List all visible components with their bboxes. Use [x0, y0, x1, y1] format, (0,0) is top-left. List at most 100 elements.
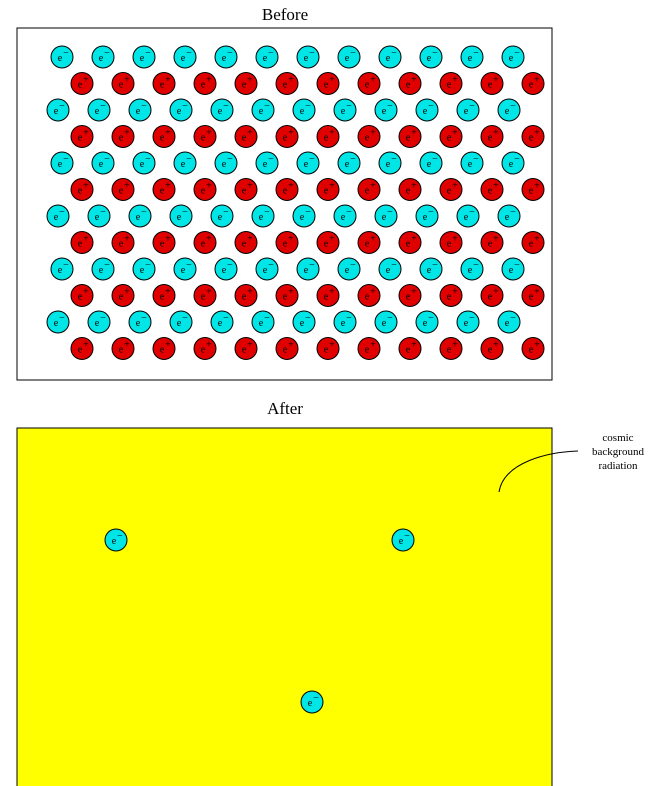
positron-label: e [119, 80, 124, 91]
electron-label: e [386, 265, 391, 276]
after-title: After [267, 399, 303, 418]
electron-label: e [54, 318, 59, 329]
positron-particle: e+ [481, 232, 503, 254]
positron-label: e [488, 80, 493, 91]
electron-particle: e− [379, 46, 401, 68]
electron-label: e [263, 53, 268, 64]
positron-particle: e+ [276, 285, 298, 307]
electron-particle: e− [215, 258, 237, 280]
electron-particle: e− [211, 99, 233, 121]
positron-label: e [529, 186, 534, 197]
positron-charge-sign: + [124, 234, 130, 245]
electron-charge-sign: − [391, 48, 397, 59]
positron-label: e [119, 133, 124, 144]
positron-label: e [406, 133, 411, 144]
positron-label: e [447, 80, 452, 91]
electron-particle: e− [211, 311, 233, 333]
positron-charge-sign: + [288, 128, 294, 139]
electron-charge-sign: − [223, 101, 229, 112]
electron-particle: e− [502, 258, 524, 280]
electron-particle: e− [334, 205, 356, 227]
positron-particle: e+ [358, 285, 380, 307]
positron-charge-sign: + [288, 340, 294, 351]
positron-charge-sign: + [247, 234, 253, 245]
positron-particle: e+ [358, 73, 380, 95]
positron-label: e [529, 292, 534, 303]
electron-charge-sign: − [350, 260, 356, 271]
positron-charge-sign: + [329, 234, 335, 245]
positron-charge-sign: + [165, 181, 171, 192]
electron-charge-sign: − [182, 101, 188, 112]
electron-particle: e− [461, 46, 483, 68]
positron-particle: e+ [481, 338, 503, 360]
positron-particle: e+ [440, 179, 462, 201]
positron-label: e [447, 239, 452, 250]
electron-label: e [140, 265, 145, 276]
electron-label: e [505, 318, 510, 329]
electron-particle: e− [420, 46, 442, 68]
positron-charge-sign: + [206, 287, 212, 298]
electron-particle: e− [416, 311, 438, 333]
positron-particle: e+ [276, 338, 298, 360]
electron-charge-sign: − [63, 154, 69, 165]
electron-charge-sign: − [59, 313, 65, 324]
positron-charge-sign: + [534, 234, 540, 245]
electron-label: e [177, 106, 182, 117]
positron-particle: e+ [153, 338, 175, 360]
electron-charge-sign: − [309, 260, 315, 271]
electron-label: e [505, 212, 510, 223]
positron-label: e [201, 186, 206, 197]
positron-label: e [78, 80, 83, 91]
electron-particle: e− [301, 691, 323, 713]
positron-particle: e+ [71, 73, 93, 95]
positron-particle: e+ [399, 126, 421, 148]
positron-charge-sign: + [411, 181, 417, 192]
positron-charge-sign: + [247, 75, 253, 86]
electron-charge-sign: − [510, 313, 516, 324]
electron-charge-sign: − [264, 101, 270, 112]
electron-particle: e− [457, 205, 479, 227]
positron-particle: e+ [153, 73, 175, 95]
electron-label: e [99, 53, 104, 64]
electron-label: e [468, 53, 473, 64]
positron-charge-sign: + [206, 128, 212, 139]
electron-label: e [341, 212, 346, 223]
electron-particle: e− [420, 258, 442, 280]
electron-charge-sign: − [510, 207, 516, 218]
electron-label: e [382, 106, 387, 117]
positron-particle: e+ [481, 285, 503, 307]
electron-label: e [259, 318, 264, 329]
electron-particle: e− [170, 311, 192, 333]
positron-particle: e+ [276, 179, 298, 201]
positron-charge-sign: + [452, 181, 458, 192]
positron-label: e [283, 292, 288, 303]
electron-charge-sign: − [268, 48, 274, 59]
electron-label: e [58, 265, 63, 276]
electron-label: e [95, 212, 100, 223]
positron-charge-sign: + [329, 181, 335, 192]
electron-charge-sign: − [186, 48, 192, 59]
electron-charge-sign: − [223, 207, 229, 218]
positron-charge-sign: + [452, 128, 458, 139]
positron-particle: e+ [440, 126, 462, 148]
electron-particle: e− [334, 99, 356, 121]
electron-charge-sign: − [264, 207, 270, 218]
electron-charge-sign: − [227, 48, 233, 59]
electron-charge-sign: − [514, 260, 520, 271]
positron-charge-sign: + [288, 181, 294, 192]
positron-particle: e+ [71, 232, 93, 254]
positron-label: e [201, 239, 206, 250]
electron-label: e [140, 159, 145, 170]
positron-label: e [324, 186, 329, 197]
positron-charge-sign: + [83, 287, 89, 298]
electron-particle: e− [92, 152, 114, 174]
electron-particle: e− [375, 205, 397, 227]
electron-label: e [222, 159, 227, 170]
positron-label: e [160, 345, 165, 356]
positron-charge-sign: + [329, 75, 335, 86]
positron-charge-sign: + [370, 287, 376, 298]
positron-label: e [283, 239, 288, 250]
electron-label: e [386, 159, 391, 170]
electron-label: e [112, 536, 117, 547]
positron-particle: e+ [276, 232, 298, 254]
